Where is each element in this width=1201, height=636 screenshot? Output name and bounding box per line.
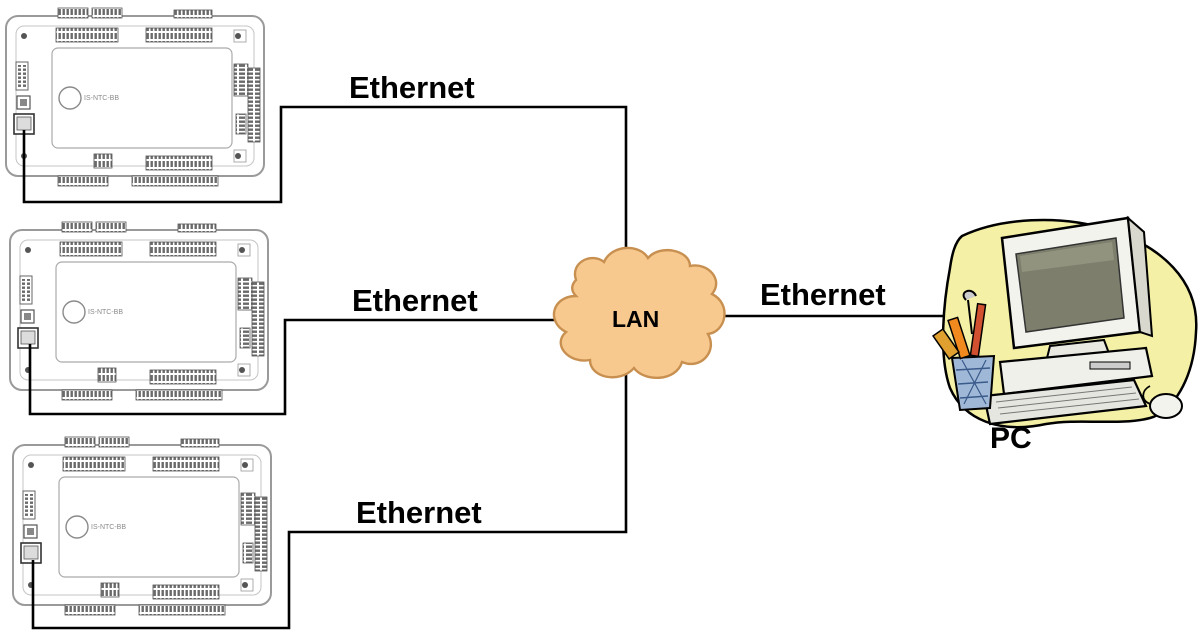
ethernet-cable-2: [28, 318, 556, 416]
ethernet-cable-3: [31, 370, 628, 630]
lan-label: LAN: [612, 306, 660, 332]
controller-board-icon-3: [12, 436, 272, 616]
controller-model-label-1: IS-NTC-BB: [84, 95, 119, 102]
controller-board-icon-2: [9, 221, 269, 401]
pc-label: PC: [990, 422, 1032, 455]
lan-cloud-icon: [552, 246, 726, 380]
ethernet-label-1: Ethernet: [349, 70, 475, 105]
ethernet-label-3: Ethernet: [356, 495, 482, 530]
ethernet-label-2: Ethernet: [352, 283, 478, 318]
controller-board-icon-1: [5, 7, 265, 187]
controller-model-label-3: IS-NTC-BB: [91, 524, 126, 531]
controller-model-label-2: IS-NTC-BB: [88, 309, 123, 316]
ethernet-label-pc: Ethernet: [760, 277, 886, 312]
pc-computer-icon: [932, 215, 1198, 429]
ethernet-cable-1: [22, 105, 628, 262]
